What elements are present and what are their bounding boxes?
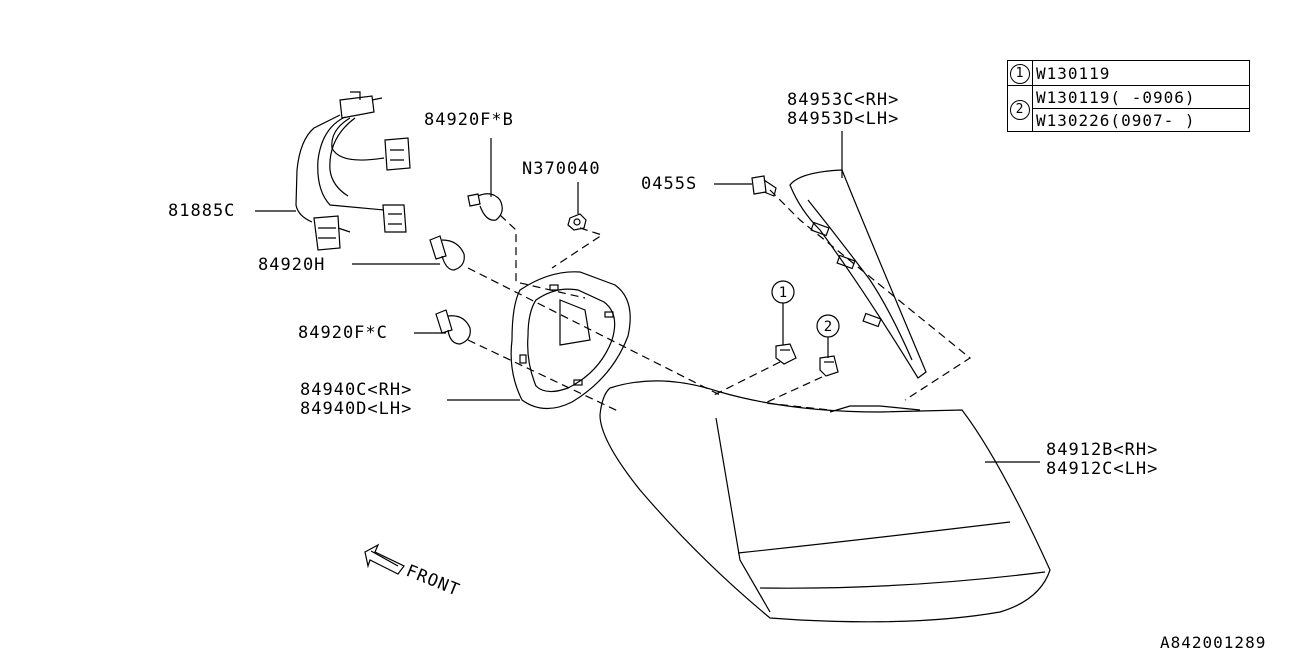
wiring-harness xyxy=(295,91,411,251)
legend-table: 1 W130119 2 W130119( -0906) W130226(0907… xyxy=(1007,60,1250,132)
legend-part-2a: W130119( -0906) xyxy=(1032,85,1250,109)
legend-num-1: 1 xyxy=(1010,64,1030,84)
callout-circle-2 xyxy=(816,314,840,338)
clip-1-shape xyxy=(775,343,797,365)
label-bulb-fb: 84920F*B xyxy=(424,110,514,130)
callout-1: 1 xyxy=(779,285,787,301)
legend-num-2: 2 xyxy=(1010,99,1030,120)
label-lamp-lh: 84912C<LH> xyxy=(1046,459,1159,479)
clip-2-shape xyxy=(819,355,839,377)
legend-row-2b: W130226(0907- ) xyxy=(1008,108,1250,132)
bracket-shape xyxy=(789,169,927,379)
label-bracket-rh: 84953C<RH> xyxy=(787,90,900,110)
front-arrow xyxy=(364,543,405,575)
label-harness: 81885C xyxy=(168,201,236,221)
label-bulb-fc: 84920F*C xyxy=(298,323,388,343)
legend-part-2b: W130226(0907- ) xyxy=(1032,108,1250,132)
bulb-h-shape xyxy=(429,235,465,271)
legend-row-2a: 2 W130119( -0906) xyxy=(1007,85,1250,132)
label-gasket-lh: 84940D<LH> xyxy=(300,399,413,419)
assembly-lines xyxy=(467,189,972,413)
bulb-fb-shape xyxy=(467,193,503,221)
label-gasket-rh: 84940C<RH> xyxy=(300,380,413,400)
label-nut: N370040 xyxy=(522,159,601,179)
front-label: FRONT xyxy=(403,561,463,601)
label-lamp-rh: 84912B<RH> xyxy=(1046,440,1159,460)
callout-2: 2 xyxy=(824,319,832,335)
callout-circle-1 xyxy=(771,280,795,304)
legend-part-1: W130119 xyxy=(1032,60,1250,86)
screw-shape xyxy=(751,175,777,197)
legend-row-1: 1 W130119 xyxy=(1007,60,1250,86)
tail-lamp-shape xyxy=(599,380,1051,623)
nut-shape xyxy=(567,213,587,231)
label-bracket-lh: 84953D<LH> xyxy=(787,109,900,129)
diagram-id: A842001289 xyxy=(1160,633,1267,652)
gasket-shape xyxy=(510,271,631,410)
legend-num-cell-2: 2 xyxy=(1007,85,1033,132)
legend-num-cell-1: 1 xyxy=(1007,60,1033,86)
label-bulb-h: 84920H xyxy=(258,255,326,275)
bulb-fc-shape xyxy=(435,309,471,345)
label-screw: 0455S xyxy=(641,174,698,194)
